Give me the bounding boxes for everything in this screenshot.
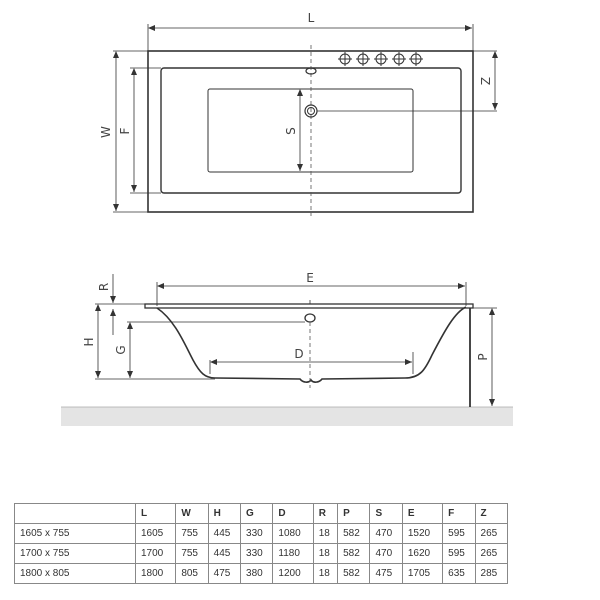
table-header-cell: S [369, 503, 403, 524]
tap-hole-icon [392, 52, 406, 66]
table-cell: 285 [474, 563, 509, 584]
label-S: S [284, 127, 298, 135]
table-cell: 470 [369, 523, 403, 544]
table-header-cell: R [312, 503, 339, 524]
overflow-icon [305, 67, 317, 75]
top-view-labels: L W F S Z [99, 11, 493, 138]
table-header-cell: W [175, 503, 209, 524]
table-header-cell: P [337, 503, 371, 524]
table-cell: 1200 [272, 563, 314, 584]
dimensions-table: L W H G D R P S E F Z 1605 x 755 1605 75… [14, 503, 509, 584]
table-cell-model: 1700 x 755 [14, 543, 136, 564]
label-L: L [308, 11, 315, 25]
table-row: 1700 x 755 1700 755 445 330 1180 18 582 … [14, 543, 509, 564]
table-cell: 265 [474, 523, 509, 544]
label-G: G [114, 345, 128, 354]
table-header-cell: L [134, 503, 177, 524]
tub-floor [207, 88, 414, 173]
table-cell: 582 [337, 543, 371, 564]
tap-hole-icon [338, 52, 352, 66]
table-cell: 330 [240, 523, 274, 544]
table-cell-model: 1800 x 805 [14, 563, 136, 584]
table-cell: 1800 [134, 563, 177, 584]
table-header-row: L W H G D R P S E F Z [14, 503, 509, 524]
table-cell: 265 [474, 543, 509, 564]
tap-hole-icon [356, 52, 370, 66]
table-header-cell [14, 503, 136, 524]
table-cell: 755 [175, 543, 209, 564]
table-cell: 635 [442, 563, 476, 584]
table-header-cell: D [272, 503, 314, 524]
table-cell: 475 [369, 563, 403, 584]
table-cell: 805 [175, 563, 209, 584]
table-cell: 582 [337, 563, 371, 584]
table-cell: 755 [175, 523, 209, 544]
tub-shell-profile [156, 306, 467, 383]
table-cell: 1605 [134, 523, 177, 544]
table-cell: 380 [240, 563, 274, 584]
overflow-icon [304, 313, 316, 323]
label-W: W [99, 126, 113, 138]
table-header-cell: G [240, 503, 274, 524]
tap-hole-icon [409, 52, 423, 66]
table-header-cell: E [401, 503, 444, 524]
table-cell: 470 [369, 543, 403, 564]
tap-hole-icon [374, 52, 388, 66]
floor [61, 407, 513, 426]
table-cell: 330 [240, 543, 274, 564]
bathtub-technical-drawing: L W F S Z [61, 11, 513, 426]
table-cell: 445 [207, 523, 242, 544]
table-cell: 18 [312, 563, 339, 584]
table-header-cell: F [442, 503, 476, 524]
table-cell: 1520 [401, 523, 444, 544]
tap-holes [338, 52, 423, 66]
label-F: F [118, 127, 132, 134]
table-row: 1605 x 755 1605 755 445 330 1080 18 582 … [14, 523, 509, 544]
label-H: H [82, 337, 96, 346]
label-D: D [294, 347, 303, 361]
table-cell: 595 [442, 523, 476, 544]
table-cell: 595 [442, 543, 476, 564]
table-cell-model: 1605 x 755 [14, 523, 136, 544]
table-cell: 18 [312, 543, 339, 564]
label-P: P [476, 353, 490, 360]
table-row: 1800 x 805 1800 805 475 380 1200 18 582 … [14, 563, 509, 584]
tub-outer-rim [147, 50, 474, 213]
tub-rim [144, 303, 474, 309]
label-E: E [306, 271, 314, 285]
table-header-cell: Z [474, 503, 509, 524]
table-cell: 1080 [272, 523, 314, 544]
table-cell: 1620 [401, 543, 444, 564]
table-cell: 1705 [401, 563, 444, 584]
label-R: R [97, 283, 111, 291]
table-cell: 1700 [134, 543, 177, 564]
table-cell: 582 [337, 523, 371, 544]
table-cell: 1180 [272, 543, 314, 564]
side-view-labels: E R H G D P [82, 271, 490, 361]
table-cell: 475 [207, 563, 242, 584]
label-Z: Z [479, 77, 493, 85]
side-view [61, 274, 513, 426]
table-cell: 18 [312, 523, 339, 544]
top-view [113, 24, 498, 216]
table-cell: 445 [207, 543, 242, 564]
table-header-cell: H [207, 503, 242, 524]
